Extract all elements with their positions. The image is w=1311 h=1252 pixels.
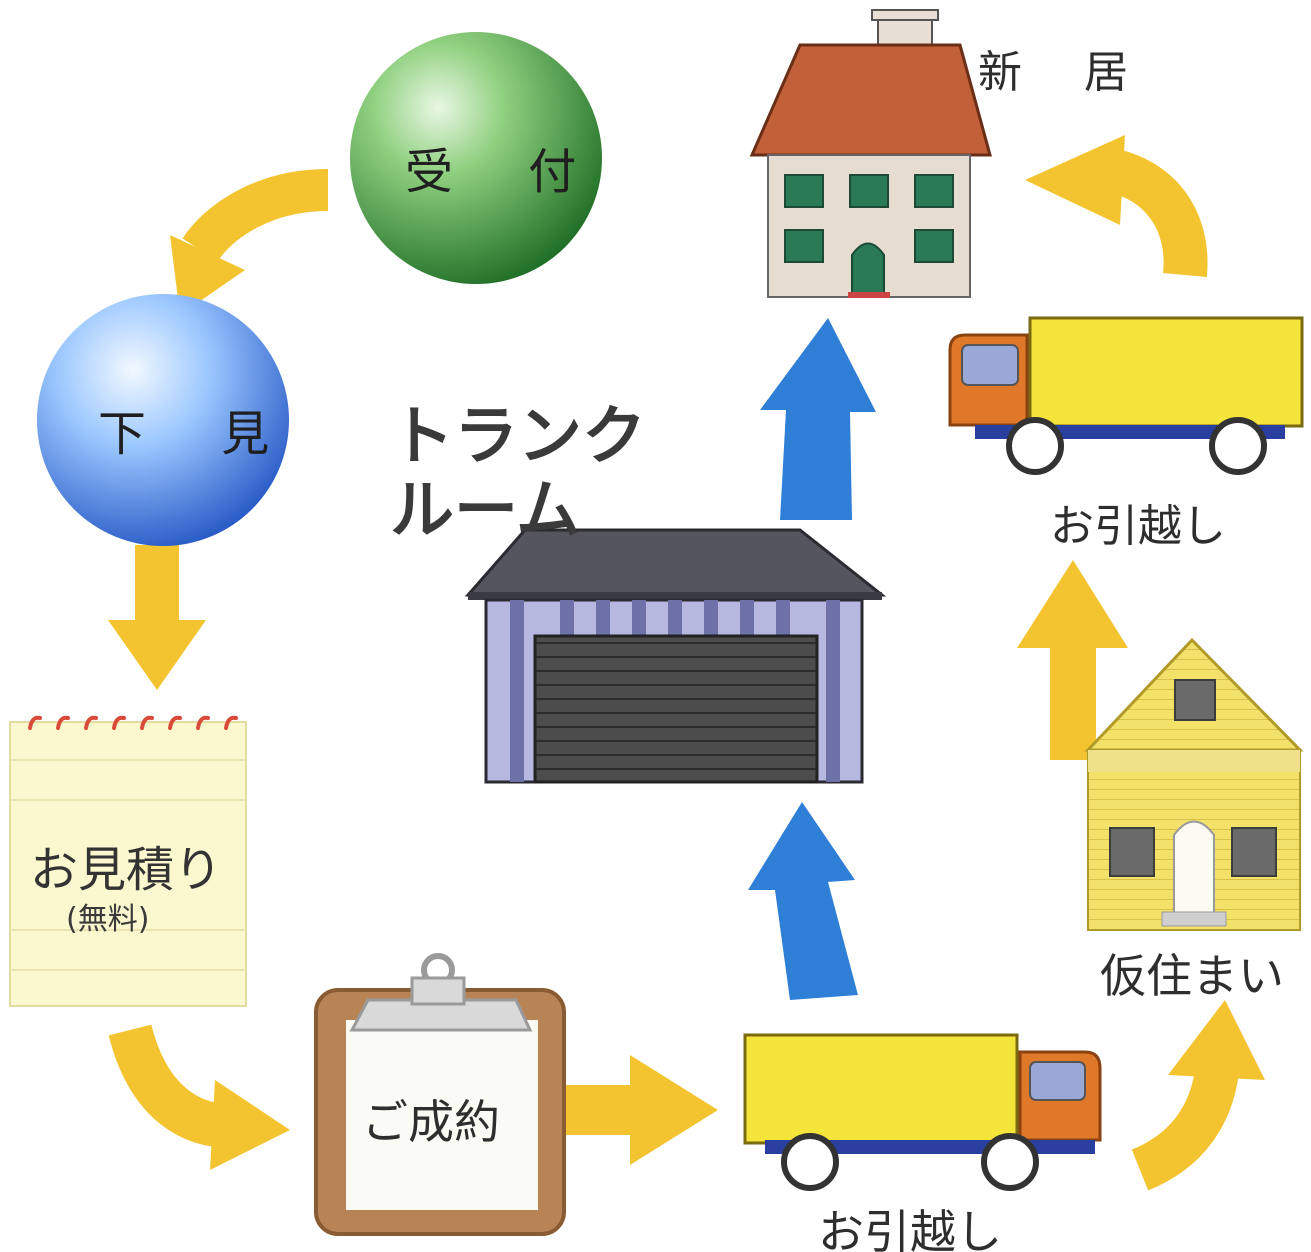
moving-right-label: お引越し [1050, 501, 1226, 552]
reception-ball [350, 32, 602, 284]
arrow-reception-to-inspection [170, 169, 329, 315]
temporary-housing-label: 仮住まい [1100, 949, 1284, 1003]
estimate-notepad [9, 715, 247, 1007]
estimate-label: お見積り [30, 842, 223, 898]
arrow-trunk-room-to-new-home [760, 318, 876, 520]
trunk-room-label-line1: トランク [390, 400, 646, 474]
contract-label: ご成約 [362, 1095, 500, 1149]
reception-label: 受 付 [405, 144, 607, 200]
arrow-inspection-to-estimate [108, 545, 206, 690]
moving-bottom-label: お引越し [818, 1205, 1002, 1252]
arrow-moving-to-temporary [1131, 1000, 1265, 1191]
inspection-label: 下 見 [98, 406, 300, 462]
estimate-note-label: (無料) [66, 902, 150, 937]
arrow-temporary-to-moving [1017, 560, 1128, 760]
trunk-room-building [464, 528, 887, 784]
arrow-contract-to-moving [565, 1055, 718, 1165]
truck-right [948, 316, 1304, 475]
arrow-estimate-to-contract [108, 1024, 290, 1170]
new-home-label: 新 居 [978, 47, 1152, 98]
arrow-moving-to-trunk-room [748, 802, 858, 1000]
temporary-housing-house [1084, 637, 1304, 931]
contract-clipboard [314, 953, 566, 1236]
truck-bottom [743, 1033, 1102, 1191]
trunk-room-label-line2: ルーム [390, 474, 581, 548]
inspection-ball [37, 294, 289, 546]
arrow-moving-to-new-home [1025, 135, 1208, 277]
new-home-house [749, 9, 992, 298]
